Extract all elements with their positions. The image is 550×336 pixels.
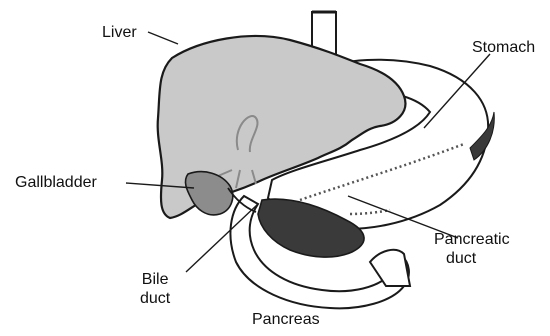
liver-leader — [148, 32, 178, 44]
label-gallbladder: Gallbladder — [15, 173, 97, 192]
label-pancreatic-duct-line1: Pancreatic — [434, 230, 510, 249]
label-bile-duct-line1: Bile — [140, 270, 170, 289]
duodenum-exit — [370, 250, 410, 286]
label-pancreatic-duct-line2: duct — [446, 249, 510, 268]
label-bile-duct: Bile duct — [140, 270, 170, 308]
label-pancreatic-duct: Pancreatic duct — [434, 230, 510, 268]
label-bile-duct-line2: duct — [140, 289, 170, 308]
label-pancreas: Pancreas — [252, 310, 320, 329]
label-stomach: Stomach — [472, 38, 535, 57]
label-liver: Liver — [102, 23, 137, 42]
